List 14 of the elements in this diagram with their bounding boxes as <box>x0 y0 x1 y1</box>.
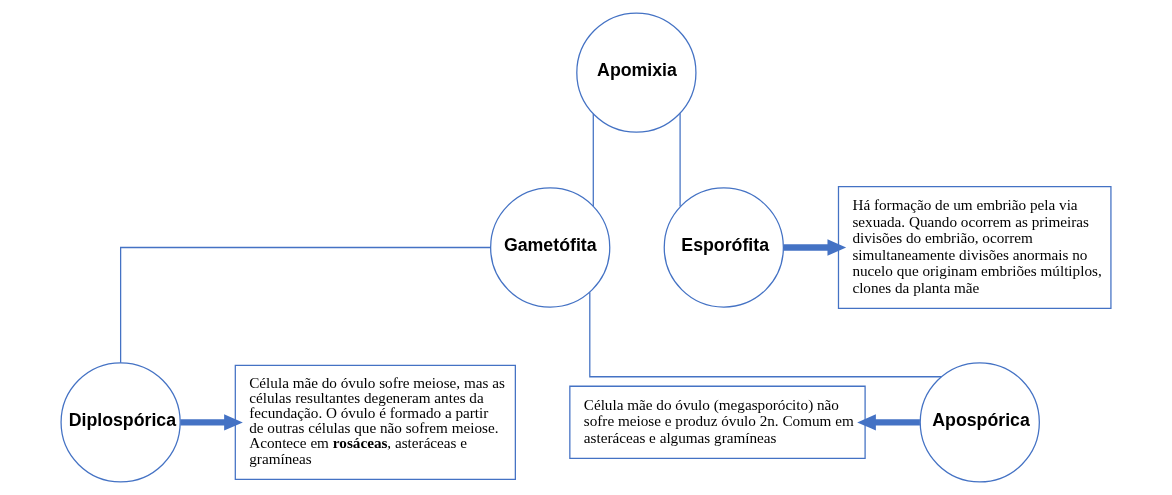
node-box: Há formação de um embrião pela via sexuada. Quando ocorrem as primeiras divisões do embrião, ocorrem simultaneamente divisões anormais no nucelo que originam embriões múltiplos, clones da planta mãe <box>837 186 1112 309</box>
arrow <box>180 414 243 431</box>
connector <box>592 113 594 207</box>
node-circle: Gametófita <box>490 187 611 308</box>
connector <box>679 112 681 208</box>
arrow <box>783 239 847 256</box>
connector <box>120 246 492 364</box>
node-box: Célula mãe do óvulo sofre meiose, mas as células resultantes degeneram antes da fecundação. O óvulo é formado a partir de outras células que não sofrem meiose. Acontece em rosáceas, asteráceas e gramíneas <box>234 364 516 481</box>
node-circle: Esporófita <box>663 187 784 308</box>
node-circle: Diplospórica <box>60 362 181 483</box>
node-circle: Apospórica <box>919 362 1040 483</box>
node-box: Célula mãe do óvulo (megasporócito) não sofre meiose e produz óvulo 2n. Comum em asteráceas e algumas gramíneas <box>569 385 866 460</box>
connector <box>589 291 942 378</box>
node-circle: Apomixia <box>576 12 697 133</box>
